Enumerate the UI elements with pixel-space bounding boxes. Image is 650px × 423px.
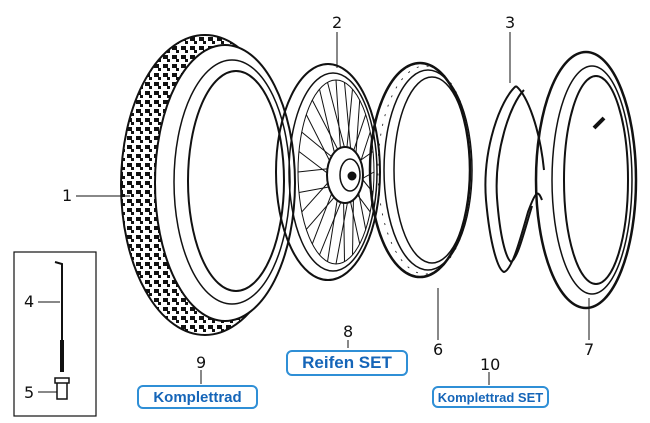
callout-2: 2 bbox=[332, 13, 342, 32]
spoke-line bbox=[343, 194, 345, 262]
spoke-line bbox=[319, 88, 337, 162]
spoke-line bbox=[345, 89, 353, 156]
komplettrad-button[interactable]: Komplettrad bbox=[137, 385, 258, 409]
callout-labels: 1 2 3 4 5 6 7 8 9 10 bbox=[24, 13, 594, 402]
spoked-wheel-icon bbox=[275, 63, 381, 281]
spoke-line bbox=[335, 193, 350, 265]
callout-6: 6 bbox=[433, 340, 443, 359]
callout-3: 3 bbox=[505, 13, 515, 32]
inner-tube-icon bbox=[534, 50, 638, 310]
callout-9: 9 bbox=[196, 353, 206, 372]
spoke-line bbox=[311, 99, 342, 157]
reifen-set-button[interactable]: Reifen SET bbox=[286, 350, 408, 376]
callout-10: 10 bbox=[480, 355, 500, 374]
spoke-line bbox=[344, 82, 352, 159]
inset-box bbox=[13, 251, 97, 417]
leader-lines bbox=[38, 32, 590, 393]
callout-4: 4 bbox=[24, 292, 34, 311]
komplettrad-set-button[interactable]: Komplettrad SET bbox=[432, 386, 549, 408]
spoke-line bbox=[327, 82, 347, 156]
rim-icon bbox=[368, 61, 473, 279]
spoke-line bbox=[335, 79, 342, 157]
spoke-line bbox=[311, 185, 336, 245]
callout-5: 5 bbox=[24, 383, 34, 402]
callout-7: 7 bbox=[584, 340, 594, 359]
callout-1: 1 bbox=[62, 186, 72, 205]
spoke-line bbox=[327, 191, 339, 262]
callout-8: 8 bbox=[343, 322, 353, 341]
spoke-icon bbox=[54, 261, 64, 372]
spoke-line bbox=[305, 191, 340, 230]
spoke-line bbox=[319, 194, 345, 256]
rim-band-icon bbox=[484, 85, 545, 274]
knobby-tyre-icon bbox=[120, 34, 296, 336]
spoke-nipple-icon bbox=[54, 377, 70, 400]
